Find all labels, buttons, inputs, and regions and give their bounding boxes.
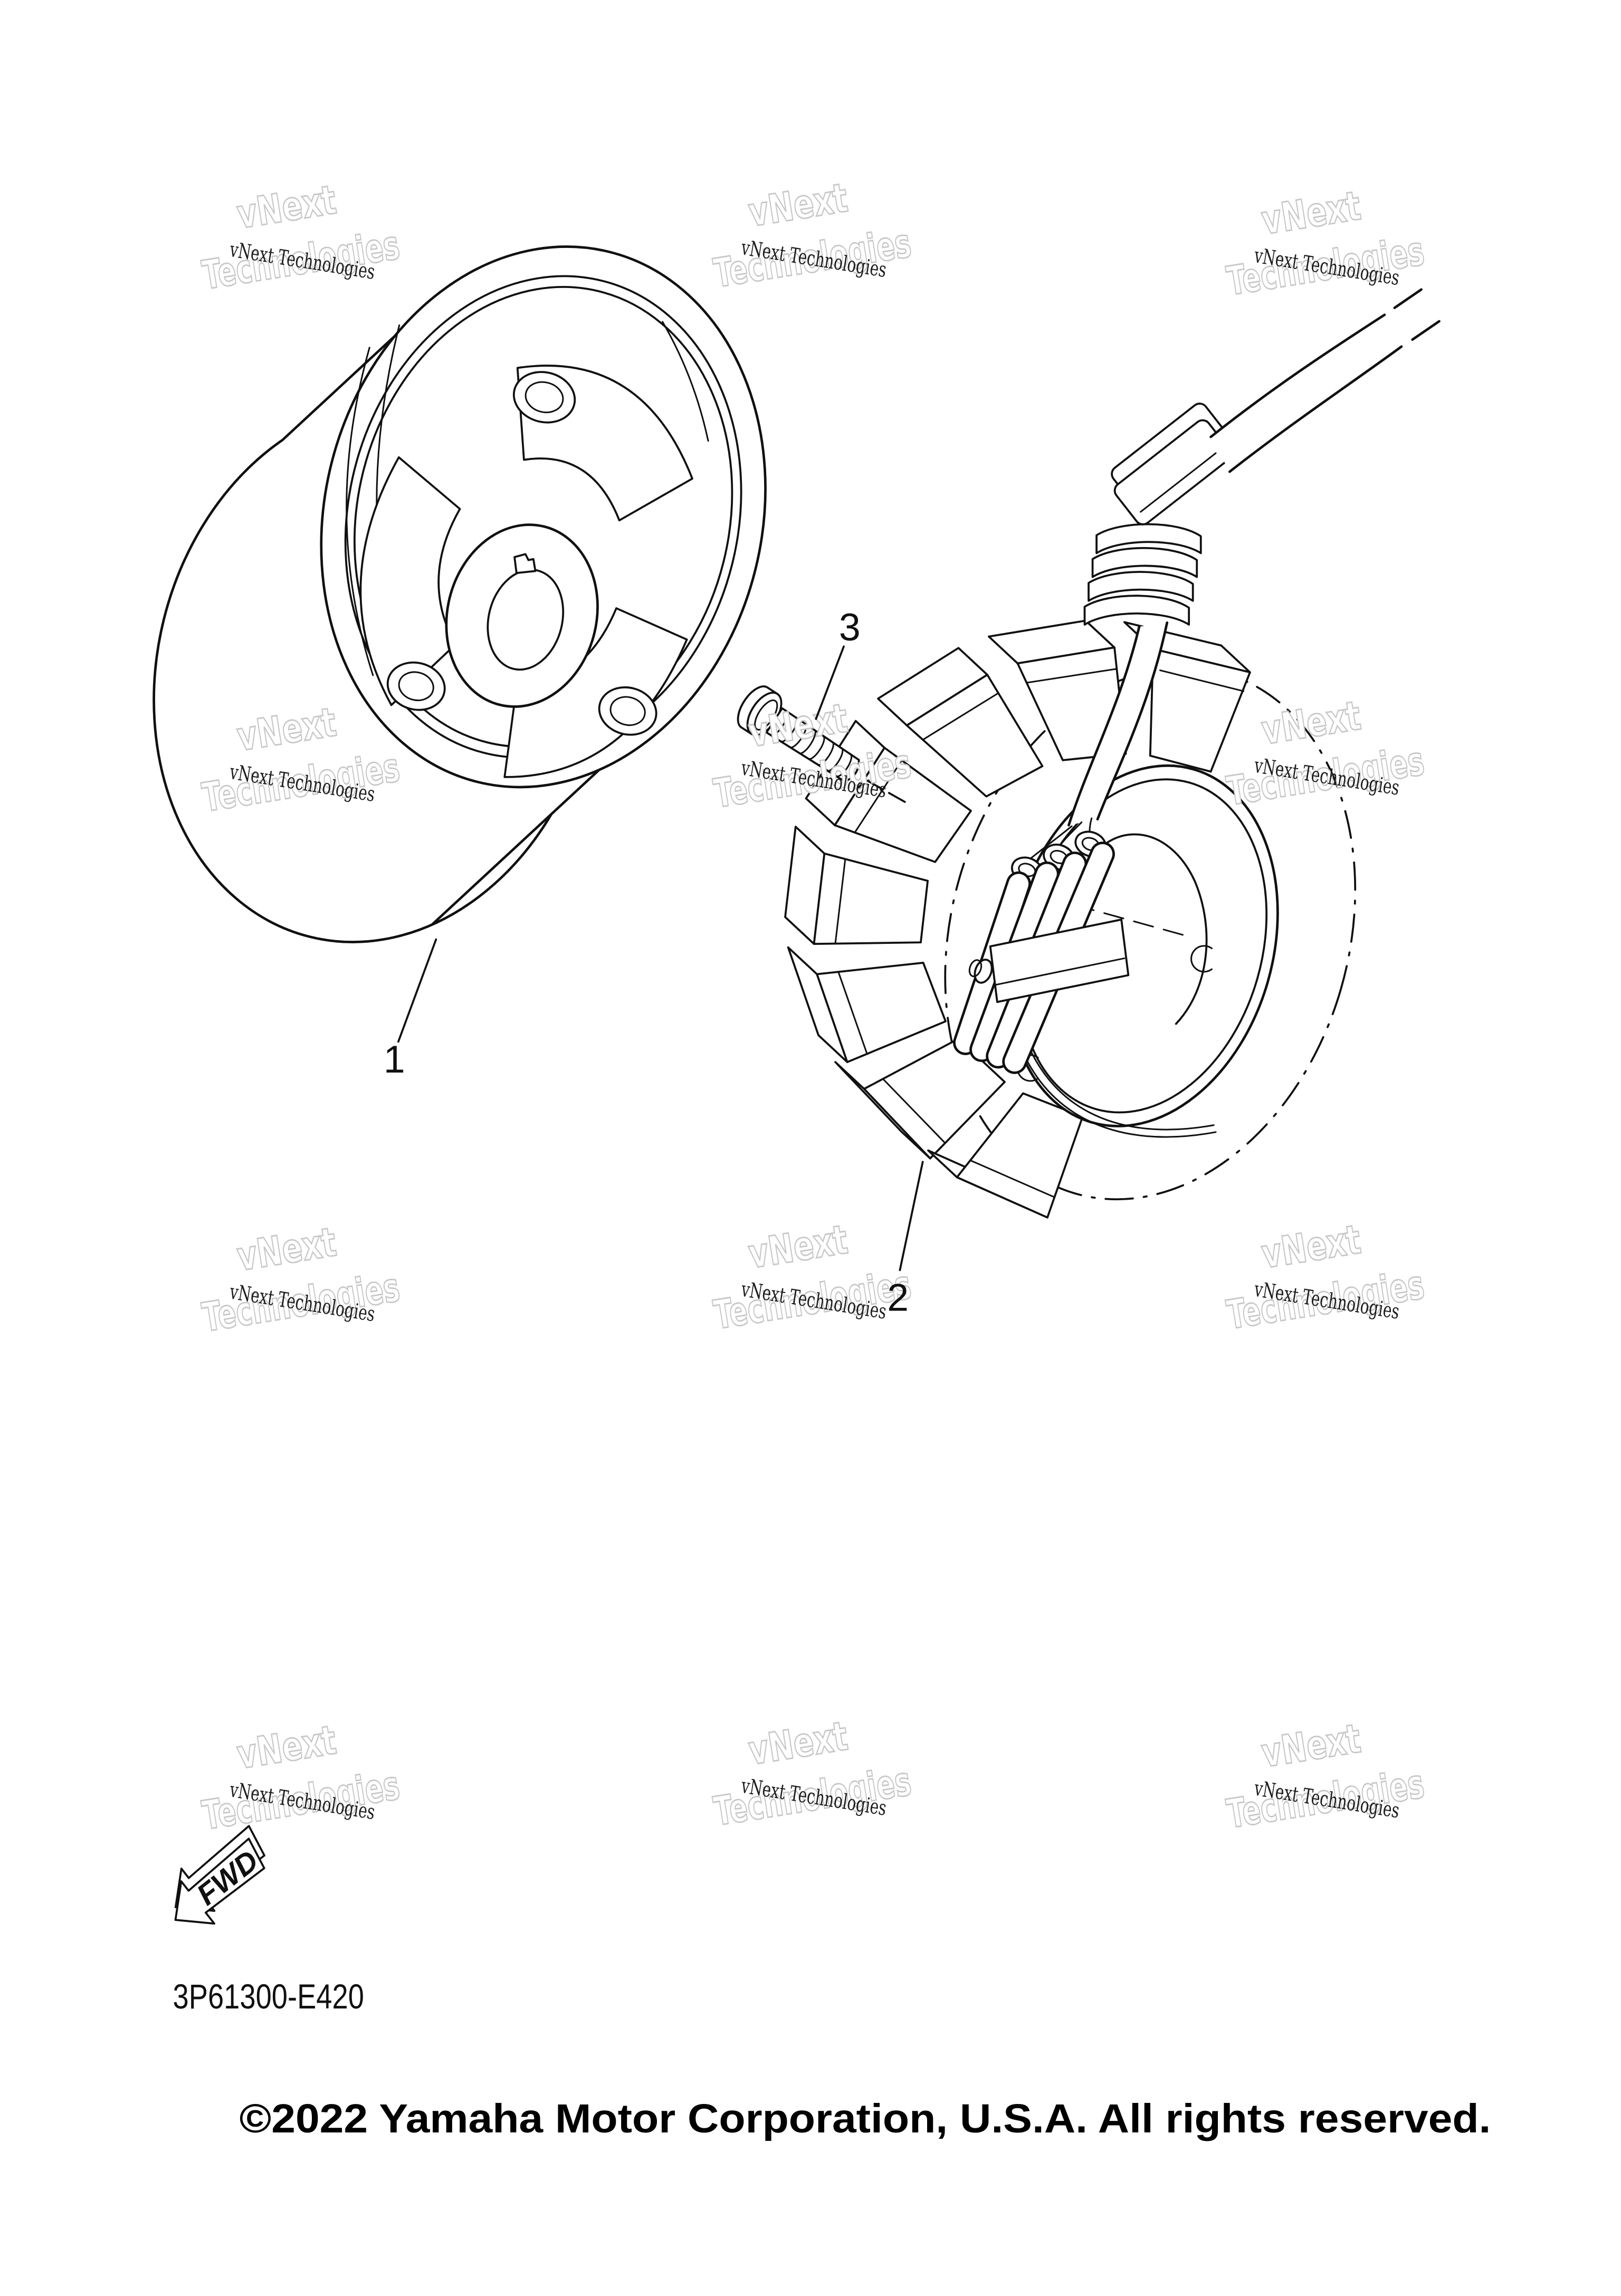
leader-line-2: [899, 1161, 924, 1271]
center-mark: [1190, 945, 1213, 973]
bolt-axis-dash: [888, 792, 906, 803]
flywheel-shaft-hole: [487, 569, 565, 671]
svg-text:vNext: vNext: [1258, 1216, 1364, 1277]
cable-up: [1209, 288, 1441, 473]
svg-text:vNext: vNext: [234, 1219, 339, 1280]
svg-text:vNext: vNext: [1258, 183, 1364, 244]
cable-edge: [1096, 621, 1169, 821]
svg-text:vNext: vNext: [234, 1717, 339, 1778]
watermark: vNext Technologies vNext Technologies: [710, 1216, 915, 1339]
svg-text:vNext: vNext: [746, 175, 851, 236]
flywheel-boss: [386, 661, 446, 711]
svg-text:vNext: vNext: [746, 1713, 851, 1774]
boot-head: [1111, 403, 1232, 525]
flywheel-boss: [598, 686, 657, 736]
center-line: [1044, 896, 1186, 936]
boot-ribs: [1083, 523, 1202, 626]
watermark: vNext Technologies vNext Technologies: [710, 1712, 915, 1835]
part-label-3: 3: [839, 606, 861, 649]
mounting-bolt: [737, 685, 906, 803]
watermark-outline-line1: vNext: [234, 176, 339, 237]
part-label-1: 1: [384, 1038, 405, 1081]
copyright-notice: ©2022 Yamaha Motor Corporation, U.S.A. A…: [240, 2096, 1491, 2141]
cable-boot: [1083, 403, 1232, 626]
svg-text:vNext: vNext: [746, 1216, 851, 1277]
leader-line-1: [397, 938, 437, 1043]
bolt-axis-dash: [866, 779, 884, 791]
watermark: vNext Technologies vNext Technologies: [1223, 1216, 1428, 1339]
generator-parts-diagram: vNext Technologies vNext Technologies vN…: [152, 174, 1491, 2141]
watermark: vNext Technologies vNext Technologies: [1223, 181, 1428, 305]
leader-line-3: [815, 645, 845, 720]
watermark: vNext Technologies vNext Technologies: [710, 174, 915, 297]
flywheel-keyway: [513, 553, 537, 574]
stator-assembly: [784, 288, 1441, 1219]
svg-text:vNext: vNext: [1258, 1715, 1364, 1776]
stator-coils: [784, 619, 1251, 1219]
watermark: vNext Technologies vNext Technologies: [1223, 692, 1428, 815]
watermark: vNext Technologies vNext Technologies: [198, 1716, 403, 1839]
flywheel-window-left: [359, 456, 461, 706]
part-number: 3P61300-E420: [173, 1977, 364, 2016]
part-callouts: 1 2 3: [384, 606, 924, 1319]
watermark: vNext Technologies vNext Technologies: [198, 176, 403, 299]
parts-diagram-page: vNext Technologies vNext Technologies vN…: [152, 174, 1491, 2142]
flywheel-boss: [512, 371, 576, 424]
flywheel-rotor: [152, 245, 767, 943]
watermark: vNext Technologies vNext Technologies: [198, 1218, 403, 1341]
harness-clamp: [968, 919, 1130, 1003]
part-label-2: 2: [887, 1276, 909, 1319]
cable-edge: [1067, 625, 1141, 827]
watermark: vNext Technologies vNext Technologies: [1223, 1715, 1428, 1838]
svg-text:vNext: vNext: [1258, 692, 1364, 753]
stator-bore-arc: [1082, 833, 1208, 1025]
fwd-arrow-icon: FWD: [174, 1825, 265, 1925]
